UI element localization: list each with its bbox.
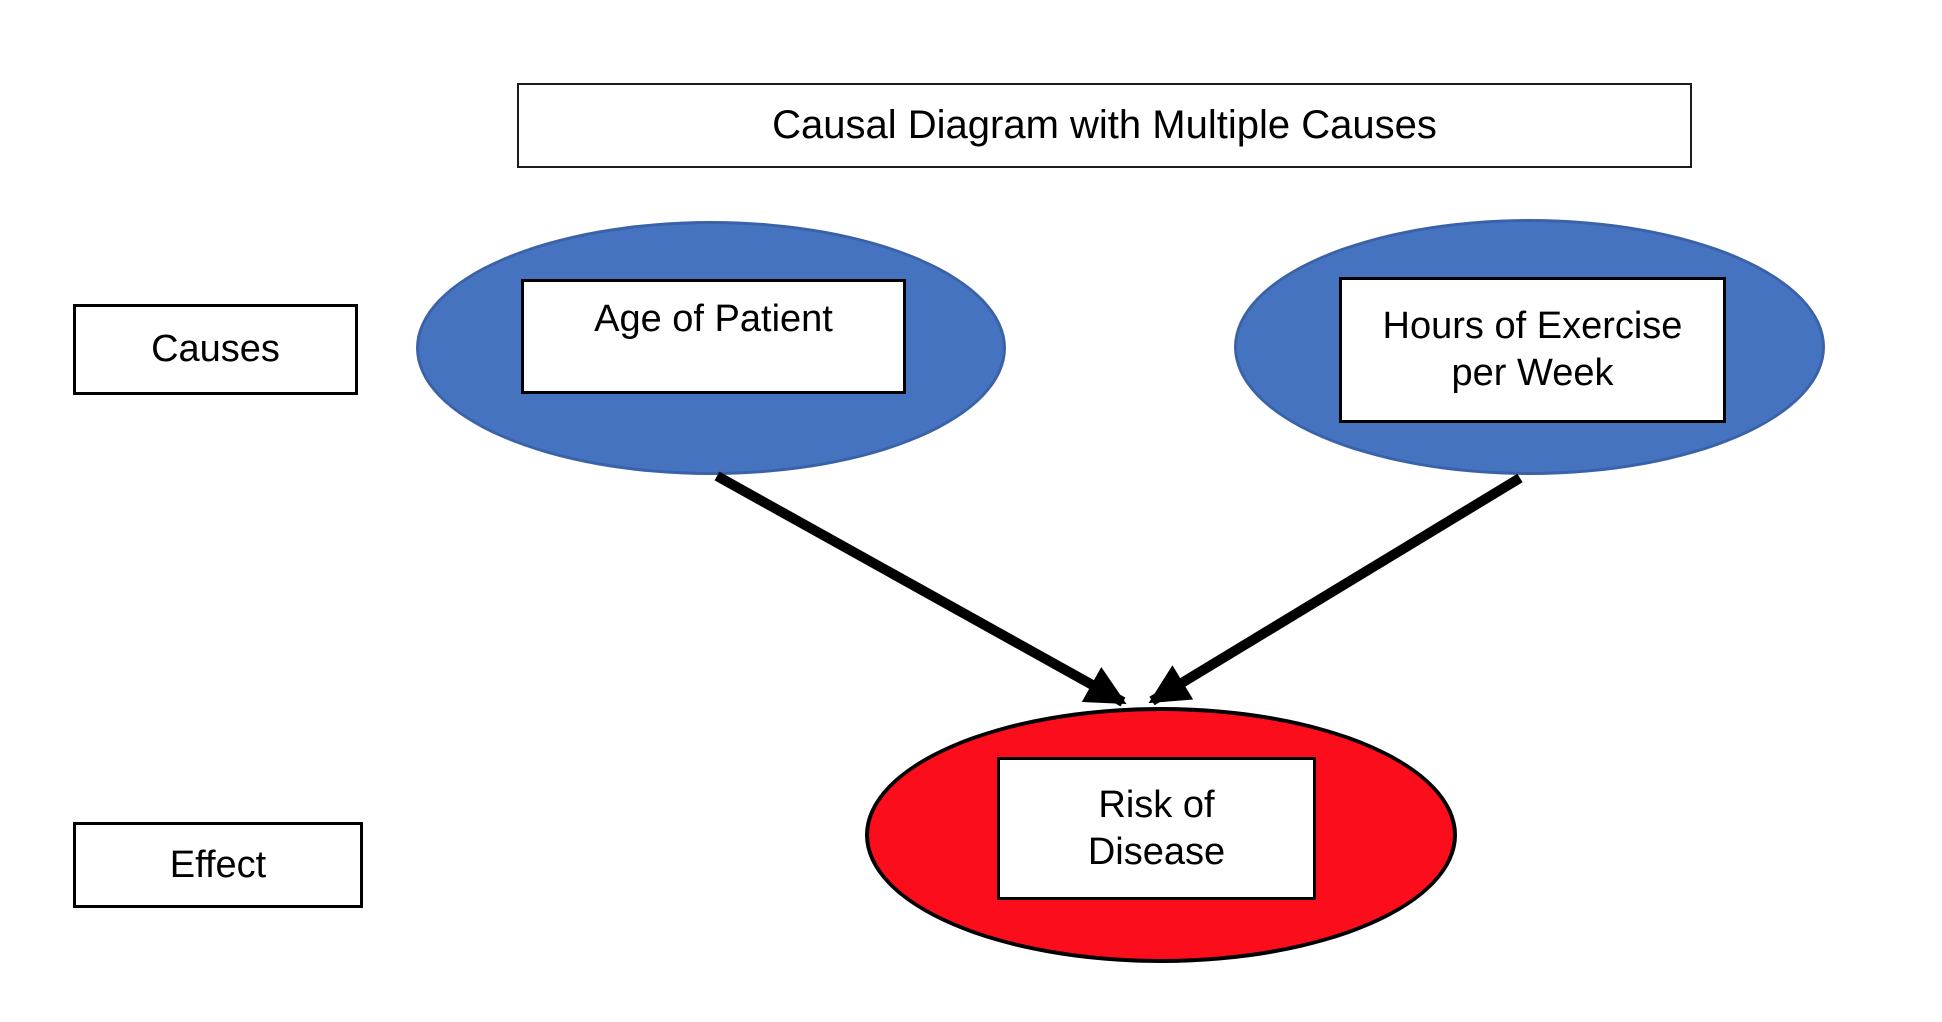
arrow-exercise-to-risk bbox=[1148, 473, 1523, 706]
diagram-title-box: Causal Diagram with Multiple Causes bbox=[517, 83, 1692, 168]
node-hours-of-exercise: Hours of Exercise per Week bbox=[1234, 219, 1825, 475]
hours-of-exercise-label-line2: per Week bbox=[1451, 352, 1614, 394]
risk-of-disease-label-line2: Disease bbox=[1087, 830, 1226, 873]
causes-label-box: Causes bbox=[73, 304, 358, 395]
causes-label: Causes bbox=[151, 328, 280, 370]
age-of-patient-label-box: Age of Patient bbox=[521, 279, 906, 394]
node-risk-of-disease: Risk of Disease bbox=[865, 707, 1457, 963]
hours-of-exercise-label-box: Hours of Exercise per Week bbox=[1339, 277, 1726, 423]
node-age-of-patient: Age of Patient bbox=[416, 221, 1006, 475]
hours-of-exercise-label-line1: Hours of Exercise bbox=[1382, 305, 1683, 347]
arrow-age-to-risk bbox=[714, 471, 1127, 707]
effect-label-box: Effect bbox=[73, 822, 363, 908]
risk-of-disease-label-box: Risk of Disease bbox=[997, 757, 1316, 900]
age-of-patient-label-line1: Age of Patient bbox=[594, 298, 833, 340]
risk-of-disease-label-line1: Risk of bbox=[1098, 783, 1215, 826]
effect-label: Effect bbox=[169, 843, 267, 886]
diagram-title: Causal Diagram with Multiple Causes bbox=[772, 103, 1437, 147]
